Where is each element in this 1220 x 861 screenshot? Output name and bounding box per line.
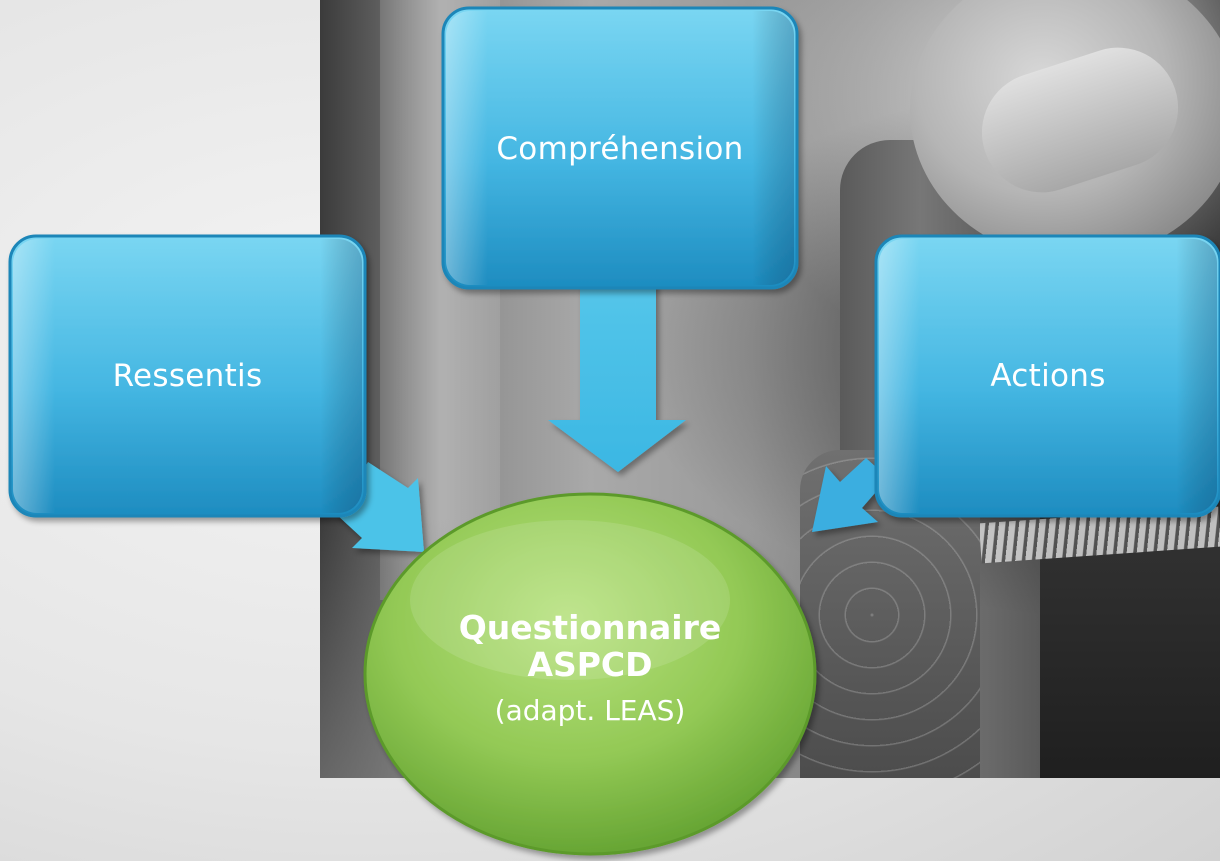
node-label-center: Questionnaire ASPCD (adapt. LEAS) <box>430 608 750 727</box>
node-label-left: Ressentis <box>112 358 263 394</box>
node-ellipse-center <box>363 492 817 856</box>
node-label-top: Compréhension <box>496 131 744 167</box>
arrow-right-to-center <box>812 458 888 532</box>
center-title-line2: ASPCD <box>527 644 653 684</box>
node-label-right: Actions <box>990 358 1106 394</box>
node-box-right <box>874 234 1220 518</box>
node-box-left <box>8 234 367 518</box>
arrow-top-to-center <box>548 280 686 472</box>
center-subtitle: (adapt. LEAS) <box>494 693 686 727</box>
center-title-line1: Questionnaire <box>458 608 722 647</box>
node-box-top <box>441 6 799 290</box>
